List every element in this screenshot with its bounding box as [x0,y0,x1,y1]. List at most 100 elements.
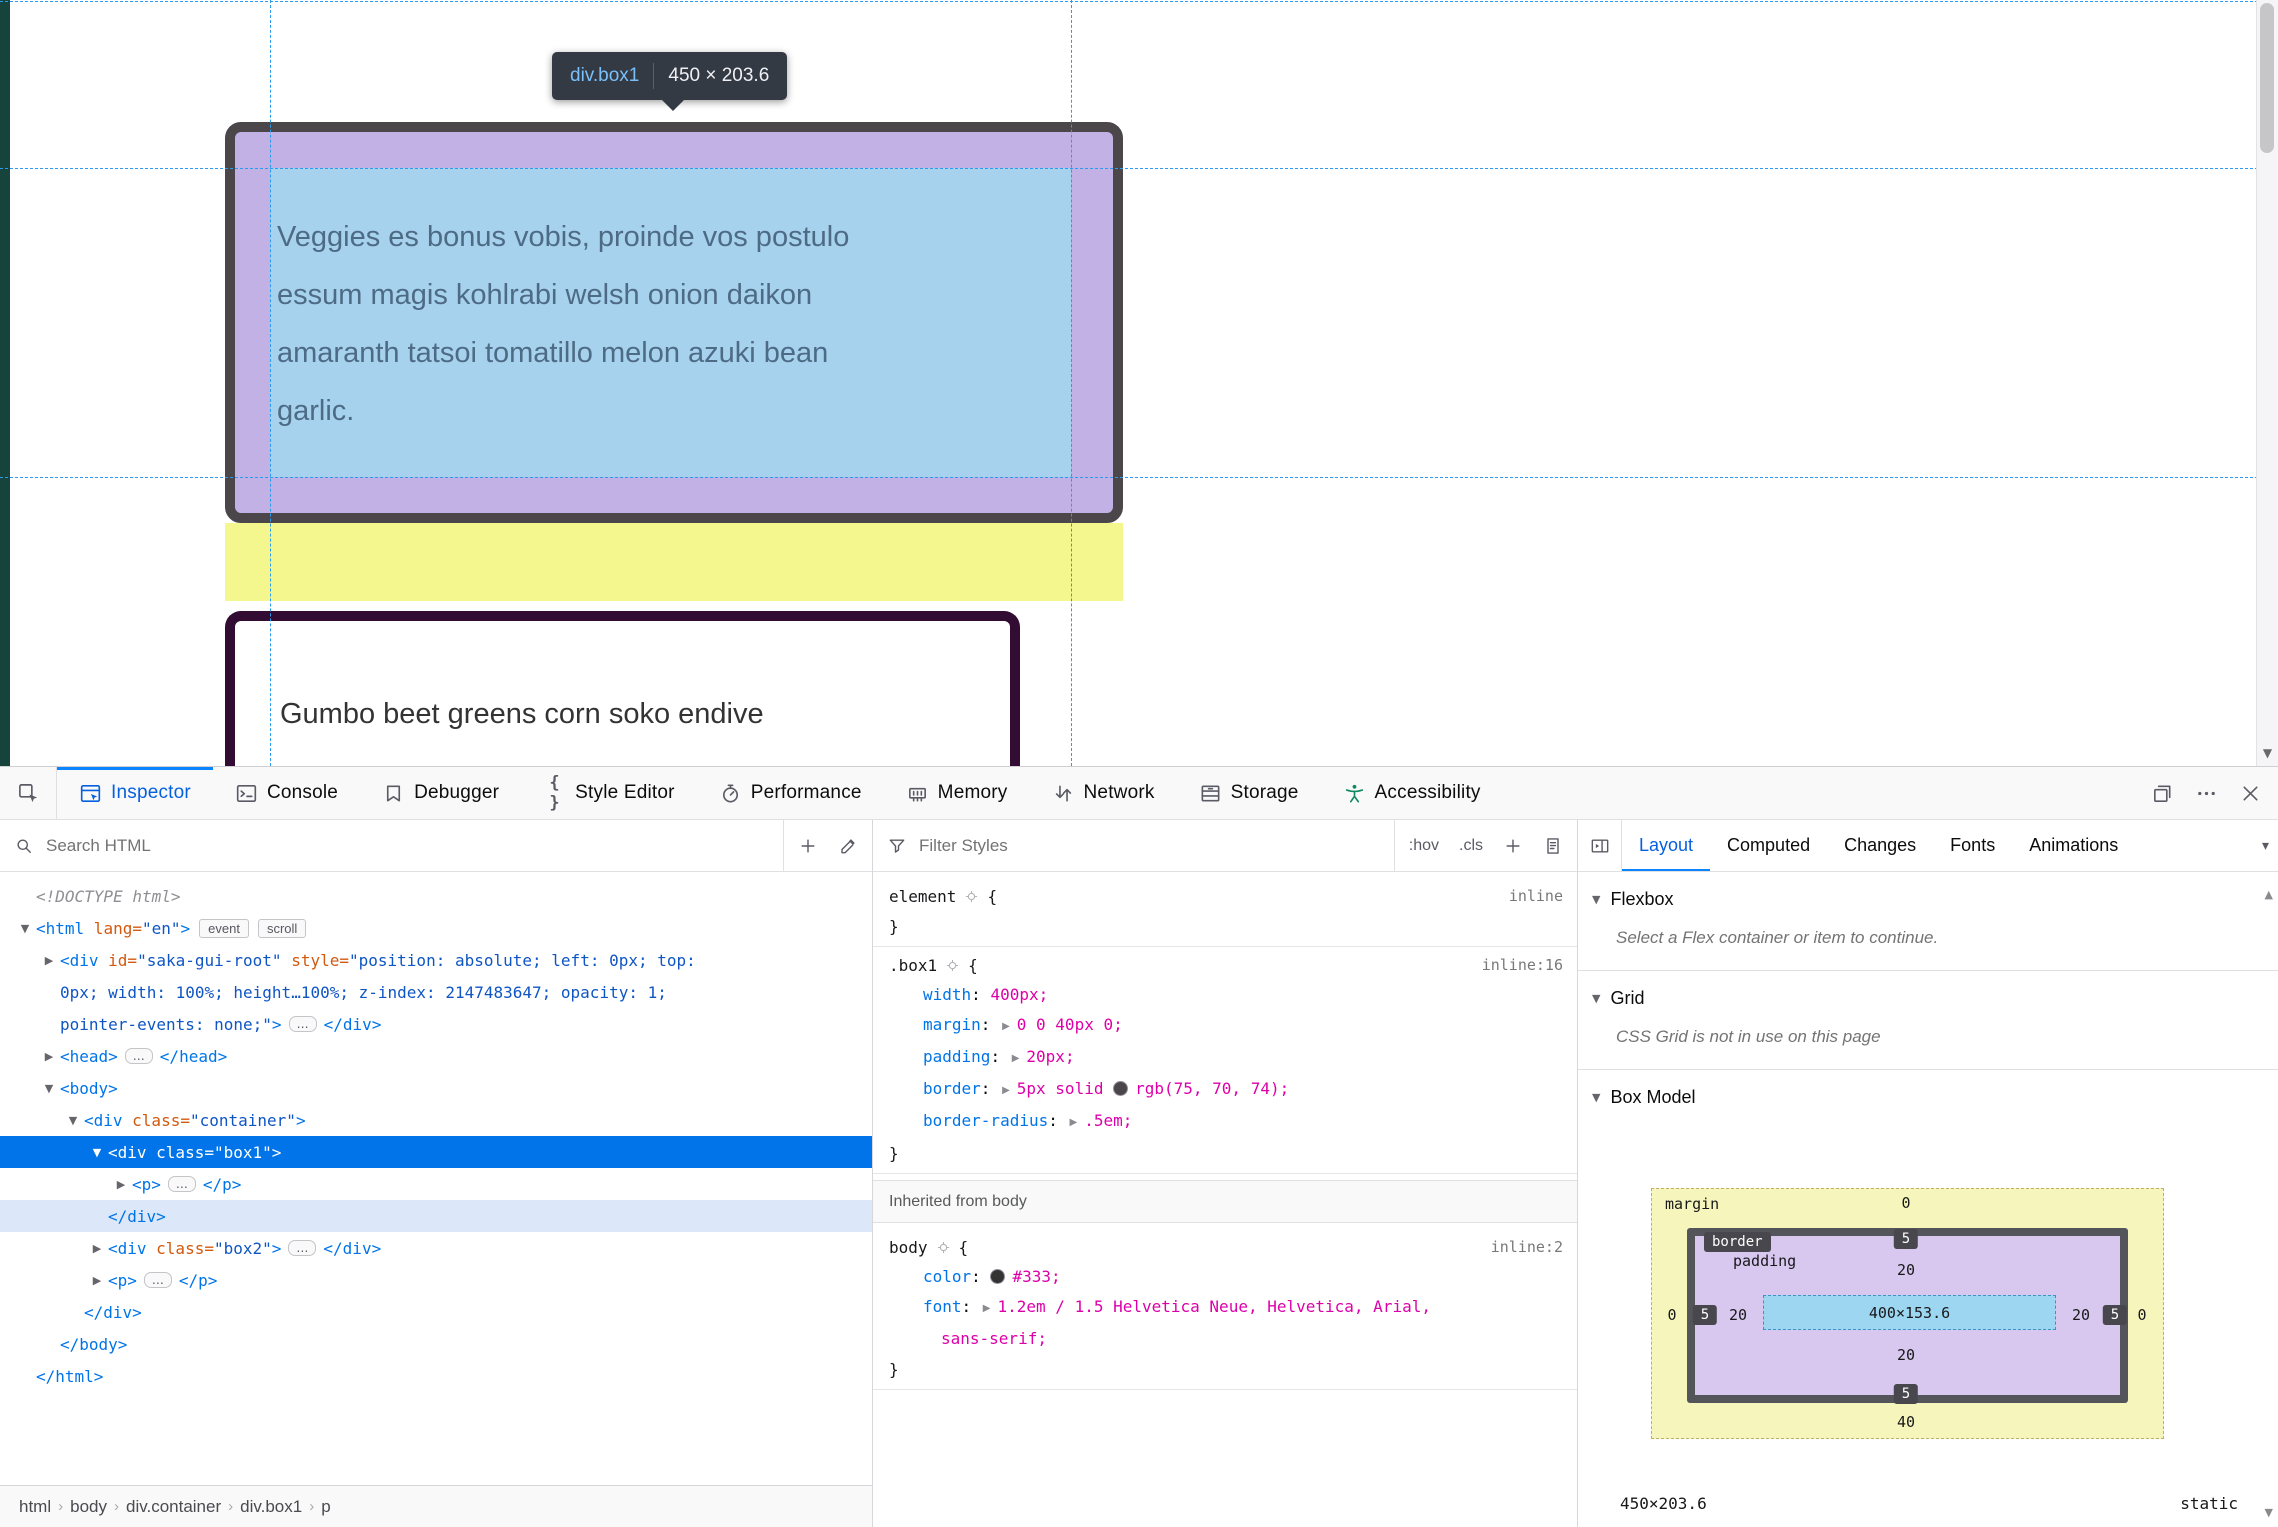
rule-selector[interactable]: body [889,1237,928,1257]
css-declaration[interactable]: width: 400px; [873,980,1577,1010]
tab-inspector[interactable]: Inspector [57,767,213,819]
markup-row[interactable]: </html> [0,1360,872,1392]
css-declaration[interactable]: border-radius: ▶.5em; [873,1106,1577,1138]
markup-row[interactable]: <!DOCTYPE html> [0,880,872,912]
tab-console[interactable]: Console [213,767,360,819]
rule-location-link[interactable]: inline [1508,887,1563,905]
margin-top-value[interactable]: 0 [1901,1194,1911,1212]
markup-row[interactable]: </div> [0,1296,872,1328]
sidebar-tab-computed[interactable]: Computed [1710,820,1827,871]
padding-bottom-value[interactable]: 20 [1896,1346,1916,1364]
twisty-icon[interactable]: ▶ [44,1049,54,1063]
twisty-icon[interactable]: ▼ [92,1145,102,1159]
css-declaration[interactable]: padding: ▶20px; [873,1042,1577,1074]
ellipsis-expander[interactable]: … [288,1240,317,1256]
twisty-icon[interactable]: ▶ [92,1241,102,1255]
markup-row[interactable]: ▶<div class="box2">…</div> [0,1232,872,1264]
expand-shorthand-icon[interactable]: ▶ [1011,1053,1020,1064]
markup-row[interactable]: ▶<p>…</p> [0,1168,872,1200]
sidebar-tab-changes[interactable]: Changes [1827,820,1933,871]
rule-selector[interactable]: element [889,886,957,906]
tab-network[interactable]: Network [1030,767,1177,819]
twisty-icon[interactable]: ▼ [44,1081,54,1095]
markup-row[interactable]: ▼<body> [0,1072,872,1104]
expand-shorthand-icon[interactable]: ▶ [982,1303,991,1314]
markup-badge[interactable]: event [199,918,249,938]
add-rule-button[interactable] [1493,820,1533,871]
markup-row[interactable]: ▶<div id="saka-gui-root" style="position… [0,944,872,976]
css-declaration[interactable]: border: ▶5px solid rgb(75, 70, 74); [873,1074,1577,1106]
breadcrumb-item[interactable]: body [70,1496,107,1516]
expand-shorthand-icon[interactable]: ▶ [1002,1021,1010,1032]
grid-section-header[interactable]: ▼ Grid [1578,971,2278,1025]
sidebar-tab-layout[interactable]: Layout [1622,820,1711,871]
all-tabs-menu-button[interactable]: ▾ [2255,820,2278,871]
markup-row[interactable]: ▶<p>…</p> [0,1264,872,1296]
twisty-icon[interactable]: ▶ [44,953,54,967]
breadcrumb-item[interactable]: div.box1 [240,1496,303,1516]
ellipsis-expander[interactable]: … [288,1016,317,1032]
markup-badge[interactable]: scroll [257,918,307,938]
markup-row[interactable]: ▼<div class="box1"> [0,1136,872,1168]
tab-memory[interactable]: Memory [884,767,1030,819]
pick-element-button[interactable] [0,767,57,819]
boxmodel-section-header[interactable]: ▼ Box Model [1578,1070,2278,1124]
padding-right-value[interactable]: 20 [2071,1306,2091,1324]
margin-right-value[interactable]: 0 [2137,1306,2147,1324]
margin-left-value[interactable]: 0 [1667,1306,1677,1324]
css-declaration[interactable]: color: #333; [873,1262,1577,1292]
pseudo-class-panel-button[interactable]: :hov [1399,820,1449,871]
margin-bottom-value[interactable]: 40 [1896,1413,1916,1431]
markup-row[interactable]: ▶<head>…</head> [0,1040,872,1072]
twisty-icon[interactable]: ▶ [92,1273,102,1287]
breadcrumb-item[interactable]: html [19,1496,52,1516]
filter-styles-input[interactable] [917,834,1394,857]
twisty-icon[interactable]: ▼ [68,1113,78,1127]
tab-debugger[interactable]: Debugger [360,767,521,819]
markup-row[interactable]: pointer-events: none;">…</div> [0,1008,872,1040]
breadcrumb-item[interactable]: div.container [126,1496,222,1516]
twisty-icon[interactable]: ▼ [20,921,30,935]
close-devtools-button[interactable] [2228,771,2272,815]
markup-row[interactable]: </div> [0,1200,872,1232]
css-declaration[interactable]: margin: ▶0 0 40px 0; [873,1010,1577,1042]
rule-selector[interactable]: .box1 [889,955,938,975]
border-left-value[interactable]: 5 [1692,1305,1718,1325]
ellipsis-expander[interactable]: … [167,1176,196,1192]
border-top-value[interactable]: 5 [1893,1229,1919,1249]
selector-highlighter-icon[interactable] [936,1240,951,1255]
breadcrumb-item[interactable]: p [321,1496,331,1516]
sidebar-tab-fonts[interactable]: Fonts [1933,820,2012,871]
expand-shorthand-icon[interactable]: ▶ [1002,1085,1010,1096]
scrollbar-down-arrow-icon[interactable]: ▼ [2264,1506,2273,1519]
color-swatch[interactable] [1113,1081,1129,1096]
dock-options-button[interactable] [2140,771,2184,815]
flexbox-section-header[interactable]: ▼ Flexbox [1578,872,2278,926]
sidebar-tab-animations[interactable]: Animations [2012,820,2135,871]
border-right-value[interactable]: 5 [2102,1305,2128,1325]
rule-location-link[interactable]: inline:16 [1481,956,1563,974]
print-simulation-button[interactable] [1533,820,1573,871]
rule-location-link[interactable]: inline:2 [1490,1238,1563,1256]
tab-styleeditor[interactable]: { }Style Editor [521,767,697,819]
css-declaration[interactable]: font: ▶1.2em / 1.5 Helvetica Neue, Helve… [873,1292,1577,1354]
markup-row[interactable]: 0px; width: 100%; height…100%; z-index: … [0,976,872,1008]
markup-row[interactable]: ▼<div class="container"> [0,1104,872,1136]
tab-storage[interactable]: Storage [1177,767,1321,819]
ellipsis-expander[interactable]: … [143,1272,172,1288]
selector-highlighter-icon[interactable] [945,958,960,973]
scrollbar-down-arrow-icon[interactable]: ▼ [2262,746,2273,760]
devtools-menu-button[interactable] [2184,771,2228,815]
page-scrollbar[interactable]: ▼ [2256,0,2278,766]
three-pane-toggle-button[interactable] [1578,820,1622,871]
tab-performance[interactable]: Performance [697,767,884,819]
padding-top-value[interactable]: 20 [1896,1261,1916,1279]
class-panel-button[interactable]: .cls [1449,820,1493,871]
expand-shorthand-icon[interactable]: ▶ [1069,1117,1078,1128]
padding-left-value[interactable]: 20 [1728,1306,1748,1324]
twisty-icon[interactable]: ▶ [116,1177,126,1191]
selector-highlighter-icon[interactable] [964,889,979,904]
color-swatch[interactable] [990,1269,1006,1284]
scrollbar-up-arrow-icon[interactable]: ▲ [2264,888,2273,901]
